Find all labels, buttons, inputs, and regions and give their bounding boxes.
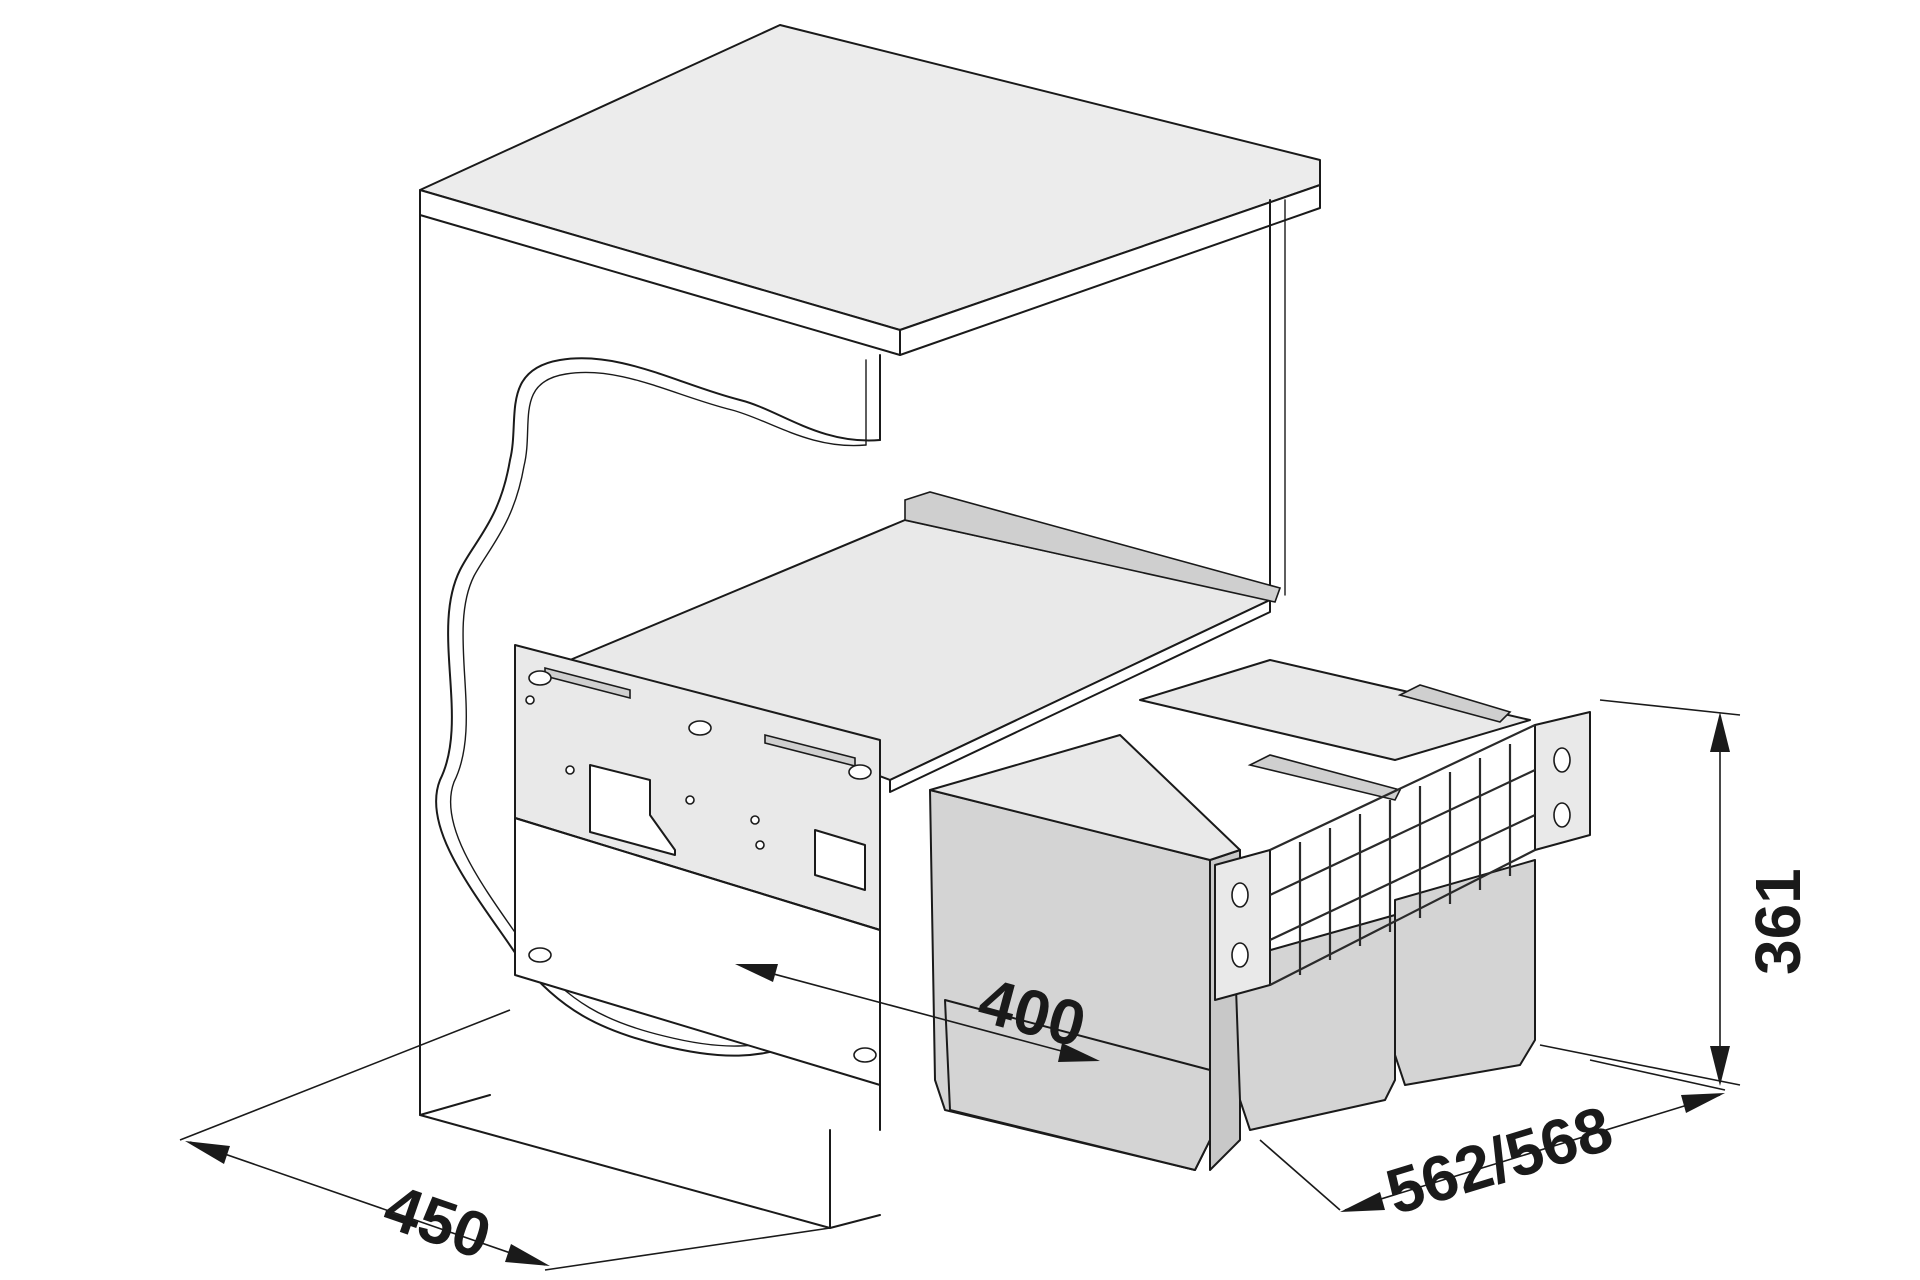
width-arrow-right xyxy=(505,1244,550,1266)
inner-width-line xyxy=(739,964,1096,1061)
basket-hole xyxy=(1553,747,1571,773)
basket-grid xyxy=(1269,724,1536,986)
basket-hole xyxy=(1553,802,1571,828)
worktop-right-edge xyxy=(899,184,1321,356)
inner-width-arrow-right xyxy=(1058,1043,1100,1062)
plate-hole xyxy=(685,795,695,805)
dimension-height: 361 xyxy=(1539,699,1814,1086)
height-extension-top xyxy=(1599,699,1741,716)
dimension-width: 450 xyxy=(179,1009,831,1273)
plate-bracket-left xyxy=(589,764,676,856)
drawer-frame xyxy=(514,491,1282,1086)
width-arrow-left xyxy=(185,1141,230,1164)
depth-dimension-line xyxy=(1344,1094,1721,1211)
basket-end-plate-right xyxy=(1534,711,1591,851)
plate-hole xyxy=(528,670,552,686)
plate-bracket-right xyxy=(814,829,866,891)
width-dimension-line xyxy=(189,1141,546,1266)
depth-label: 562/568 xyxy=(1378,1092,1620,1228)
plate-hole xyxy=(528,947,552,963)
depth-arrow-back xyxy=(1681,1093,1725,1113)
plate-hole xyxy=(853,1047,877,1063)
basket-hole xyxy=(1231,942,1249,968)
basket-hole xyxy=(1231,882,1249,908)
plate-hole xyxy=(688,720,712,736)
basket-end-plate-left xyxy=(1214,849,1271,1001)
bin-back xyxy=(1394,859,1536,1086)
plate-hole xyxy=(750,815,760,825)
cabinet xyxy=(419,24,1321,1229)
depth-extension-front xyxy=(1259,1139,1341,1211)
bin-divider-rail-2 xyxy=(1397,684,1512,723)
basket-frame xyxy=(1214,711,1591,1001)
height-label: 361 xyxy=(1742,868,1814,975)
plate-hole xyxy=(525,695,535,705)
cabinet-left-side xyxy=(419,214,491,1116)
plate-hole xyxy=(755,840,765,850)
plate-hole xyxy=(848,764,872,780)
drawer-top-panel-edge xyxy=(889,599,1271,793)
width-extension-left xyxy=(179,1009,511,1141)
height-extension-bottom xyxy=(1539,1044,1741,1086)
bin-mid xyxy=(1234,914,1396,1131)
bin-large-top-opening xyxy=(929,734,1241,861)
mounting-plate-divider xyxy=(514,817,881,931)
plate-hole xyxy=(565,765,575,775)
inner-width-arrow-left xyxy=(735,964,778,982)
side-panel-cutaway xyxy=(435,357,881,1081)
height-arrow-top xyxy=(1710,712,1730,752)
bin-back-top xyxy=(1139,659,1531,761)
height-arrow-bottom xyxy=(1710,1046,1730,1086)
bin-large-lower xyxy=(944,999,1211,1171)
width-label: 450 xyxy=(375,1170,499,1273)
bin-divider-rail-1 xyxy=(1247,754,1402,801)
side-panel-cutaway-inner xyxy=(449,371,867,1069)
width-extension-right xyxy=(544,1227,831,1271)
depth-extension-back xyxy=(1589,1059,1726,1091)
depth-arrow-front xyxy=(1340,1192,1385,1212)
worktop-top xyxy=(419,24,1321,331)
drawer-back-rail xyxy=(904,491,1282,603)
